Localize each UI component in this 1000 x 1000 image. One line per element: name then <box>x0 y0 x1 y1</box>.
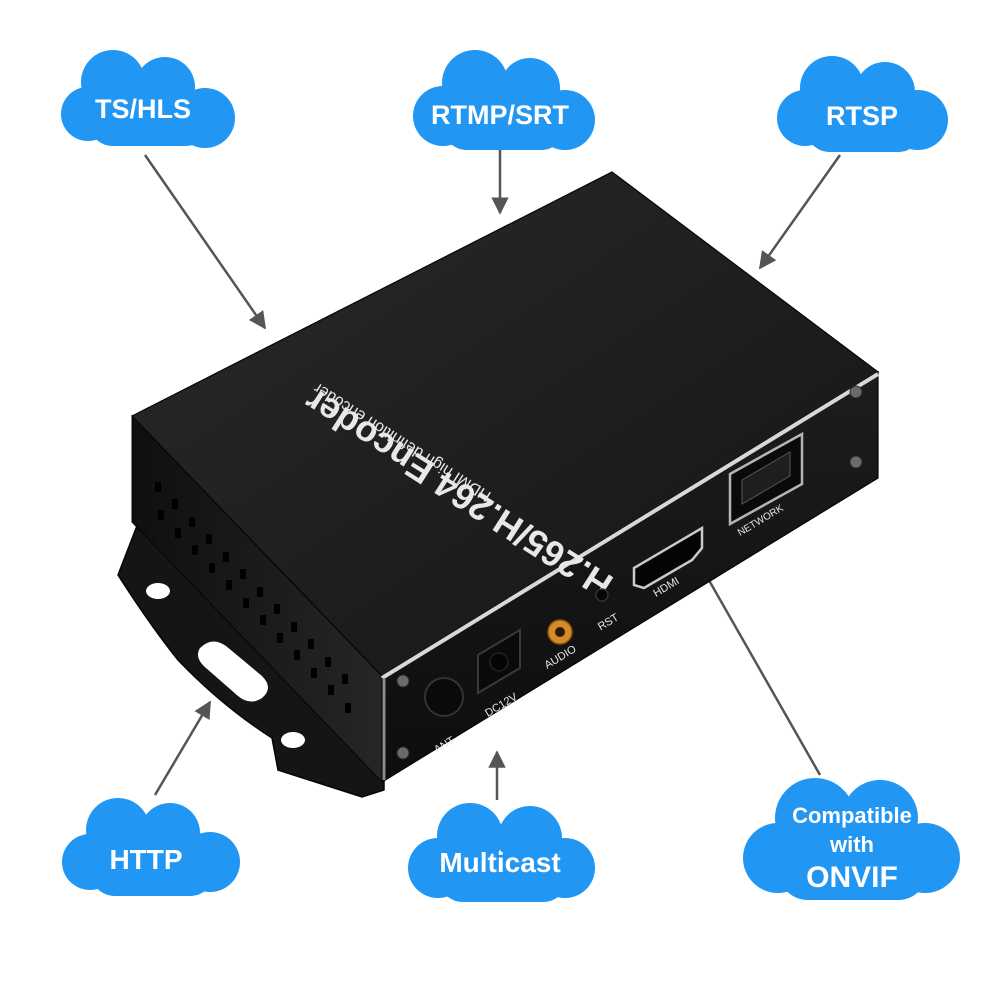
hdmi-port <box>632 525 704 590</box>
screw-3 <box>849 385 863 399</box>
screw-2 <box>396 746 410 760</box>
cloud-multicast: Multicast <box>408 803 595 902</box>
ear-keyhole-slot <box>198 641 268 702</box>
arrow-ts-hls <box>143 154 267 330</box>
arrow-http <box>153 700 212 796</box>
arrows <box>143 150 842 800</box>
cloud-shape <box>743 778 960 900</box>
cloud-shape <box>61 50 235 148</box>
screw-1 <box>396 674 410 688</box>
arrow-onvif <box>700 566 822 776</box>
cloud-rtmp-srt: RTMP/SRT <box>413 50 595 150</box>
ear-hole-2 <box>281 732 305 748</box>
cloud-label-rtmp-srt: RTMP/SRT <box>431 100 570 130</box>
cloud-http: HTTP <box>62 798 240 896</box>
cloud-shape <box>777 56 948 152</box>
ear-hole-1 <box>146 583 170 599</box>
screw-4 <box>849 455 863 469</box>
rst-button <box>595 588 609 602</box>
dc12v-port <box>477 628 521 695</box>
front-screws <box>396 385 863 760</box>
cloud-label-onvif-line-2: with <box>829 832 874 857</box>
audio-port <box>547 619 573 645</box>
cloud-shape <box>413 50 595 150</box>
cloud-shape <box>62 798 240 896</box>
cloud-label-ts-hls: TS/HLS <box>95 94 191 124</box>
cloud-label-rtsp: RTSP <box>826 101 898 131</box>
cloud-label-onvif-line-1: Compatible <box>792 803 912 828</box>
network-port <box>728 431 804 527</box>
mounting-ear <box>117 515 385 798</box>
cloud-label-http: HTTP <box>109 844 182 875</box>
encoder-device: H.265/H.264 Encoder HDMI high definition… <box>117 171 880 798</box>
arrow-rtsp <box>758 154 842 270</box>
ant-port <box>424 677 464 717</box>
cloud-label-multicast: Multicast <box>439 847 560 878</box>
cloud-onvif: Compatible with ONVIF <box>743 778 960 900</box>
cloud-rtsp: RTSP <box>777 56 948 152</box>
cloud-shape <box>408 803 595 902</box>
cloud-ts-hls: TS/HLS <box>61 50 235 148</box>
side-vents <box>155 482 351 713</box>
front-panel-edge-highlight <box>380 372 880 680</box>
cloud-label-onvif-line-3: ONVIF <box>806 861 898 894</box>
